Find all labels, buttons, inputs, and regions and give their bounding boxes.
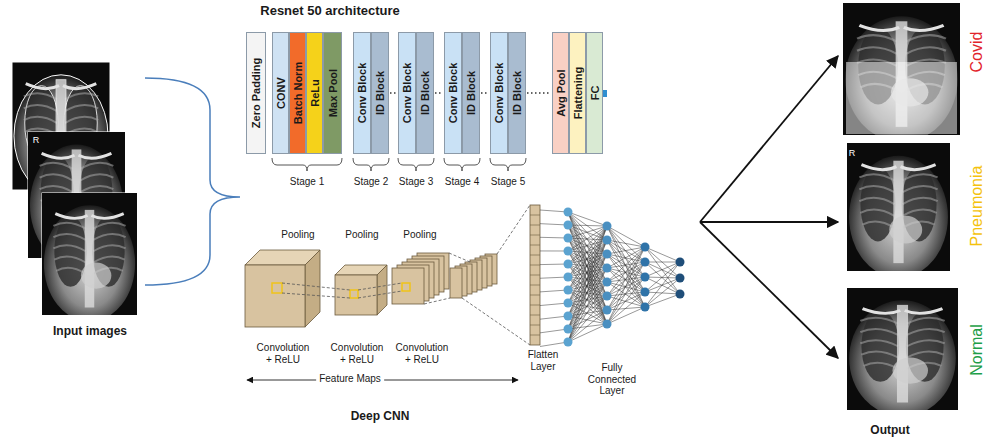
neuron xyxy=(603,278,612,287)
neuron xyxy=(641,288,650,297)
layer-block: Batch Norm xyxy=(289,32,306,154)
layer-name: FC xyxy=(588,86,601,101)
text-label: Pooling xyxy=(403,229,436,241)
layer-block: ID Block xyxy=(416,32,434,154)
neuron xyxy=(603,320,612,329)
neuron xyxy=(603,264,612,273)
neuron xyxy=(564,312,573,321)
flatten-bar xyxy=(530,205,540,345)
neuron xyxy=(676,258,685,267)
text-label: Stage 5 xyxy=(491,176,525,188)
neuron xyxy=(676,290,685,299)
layer-name: ReLu xyxy=(308,79,321,107)
layer-block: Flattening xyxy=(569,32,586,154)
output-arrows xyxy=(700,56,838,358)
stage-connector xyxy=(435,92,443,94)
projection-lines xyxy=(282,205,530,345)
neuron xyxy=(603,236,612,245)
layer-block: Avg Pool xyxy=(552,32,569,154)
text-label: Convolution + ReLU xyxy=(395,342,449,365)
layer-name: Avg Pool xyxy=(554,69,567,116)
layer-name: Flattening xyxy=(571,67,584,120)
neuron xyxy=(564,221,573,230)
neuron xyxy=(603,292,612,301)
neuron xyxy=(564,338,573,347)
input-xray-stack xyxy=(12,62,137,322)
layer-name: ID Block xyxy=(374,71,387,115)
text-label: Stage 1 xyxy=(290,176,324,188)
stage-connector xyxy=(481,92,489,94)
stage-connector xyxy=(527,92,551,94)
layer-name: CONV xyxy=(274,77,287,109)
layer-block: Conv Block xyxy=(398,32,416,154)
neuron xyxy=(641,258,650,267)
layer-block: ReLu xyxy=(306,32,323,154)
neuron xyxy=(564,299,573,308)
text-label: Stage 3 xyxy=(399,176,433,188)
layer-block: Conv Block xyxy=(444,32,462,154)
neuron xyxy=(603,306,612,315)
split-brace xyxy=(145,78,240,285)
layer-name: Batch Norm xyxy=(291,62,304,124)
layer-name: Conv Block xyxy=(493,63,506,124)
text-label: Fully Connected Layer xyxy=(586,362,638,397)
stage-connector xyxy=(390,92,397,94)
neuron xyxy=(641,303,650,312)
neuron xyxy=(564,247,573,256)
text-label: Deep CNN xyxy=(351,410,410,424)
layer-name: ID Block xyxy=(465,71,478,115)
neuron xyxy=(603,222,612,231)
neuron xyxy=(564,325,573,334)
text-label: R xyxy=(33,135,40,145)
layer-name: Zero Padding xyxy=(250,58,263,128)
layer-name: ID Block xyxy=(511,71,524,115)
layer-block: Zero Padding xyxy=(246,32,266,154)
layer-name: Max Pool xyxy=(326,69,339,117)
text-label: Input images xyxy=(53,325,127,339)
layer-block: FC xyxy=(586,32,603,154)
output-xrays xyxy=(843,3,960,417)
class-label: Covid xyxy=(968,32,986,73)
text-label: Stage 2 xyxy=(354,176,388,188)
feature-map-cubes xyxy=(245,250,497,327)
text-label: Convolution + ReLU xyxy=(330,342,384,365)
layer-block: ID Block xyxy=(508,32,526,154)
fc-links xyxy=(540,210,680,347)
layer-name: Conv Block xyxy=(356,63,369,124)
class-label: Pneumonia xyxy=(968,166,986,247)
text-label: Convolution + ReLU xyxy=(256,342,310,365)
neuron xyxy=(676,274,685,283)
text-label: Flatten Layer xyxy=(522,349,564,372)
text-label: Feature Maps xyxy=(316,373,384,385)
layer-block: Conv Block xyxy=(353,32,371,154)
layer-name: Conv Block xyxy=(447,63,460,124)
layer-block: ID Block xyxy=(462,32,480,154)
neuron xyxy=(641,243,650,252)
neuron xyxy=(603,250,612,259)
layer-name: ID Block xyxy=(419,71,432,115)
text-label: Resnet 50 architecture xyxy=(260,4,399,19)
neuron xyxy=(564,273,573,282)
neuron xyxy=(564,286,573,295)
neuron xyxy=(564,260,573,269)
output-tick xyxy=(603,90,607,97)
layer-block: ID Block xyxy=(371,32,389,154)
neuron xyxy=(564,234,573,243)
layer-block: Max Pool xyxy=(323,32,342,154)
text-label: Pooling xyxy=(281,229,314,241)
stage-braces xyxy=(272,158,526,171)
layer-block: Conv Block xyxy=(490,32,508,154)
text-label: Stage 4 xyxy=(445,176,479,188)
text-label: Output xyxy=(870,424,909,438)
layer-block: CONV xyxy=(272,32,289,154)
neuron xyxy=(641,273,650,282)
neuron xyxy=(564,208,573,217)
class-label: Normal xyxy=(968,324,986,376)
layer-name: Conv Block xyxy=(401,63,414,124)
text-label: Pooling xyxy=(345,229,378,241)
text-label: R xyxy=(849,148,856,158)
